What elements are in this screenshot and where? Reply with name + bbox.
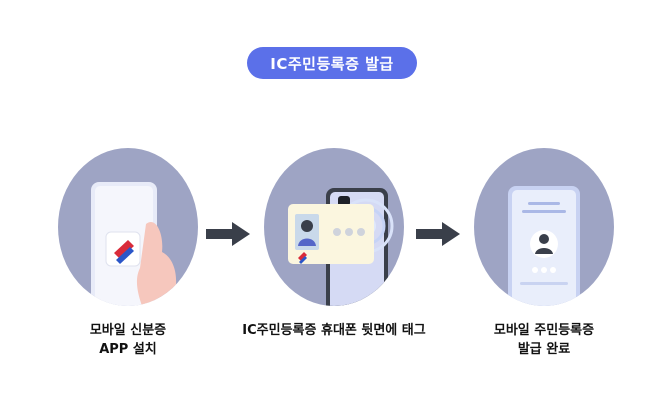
step1-label: 모바일 신분증 APP 설치 (58, 321, 198, 359)
step2-circle (264, 148, 404, 306)
step2-label-line1: IC주민등록증 휴대폰 뒷면에 태그 (242, 323, 426, 338)
step-install-app (58, 148, 198, 308)
title-badge: IC주민등록증 발급 (247, 47, 417, 79)
arrow-right-icon (206, 222, 250, 246)
step2-label: IC주민등록증 휴대폰 뒷면에 태그 (230, 321, 438, 340)
step-complete (474, 148, 614, 308)
step-tag-card (264, 148, 404, 308)
title-text: IC주민등록증 발급 (270, 54, 394, 73)
phone-app-icon (91, 182, 177, 306)
step1-label-line2: APP 설치 (99, 342, 157, 357)
step1-circle (58, 148, 198, 306)
step3-label-line2: 발급 완료 (517, 342, 571, 357)
step3-label-line1: 모바일 주민등록증 (493, 323, 595, 338)
step1-label-line1: 모바일 신분증 (89, 323, 167, 338)
mobile-id-icon (508, 186, 580, 306)
arrow-right-icon (416, 222, 460, 246)
id-card-tag-icon (288, 188, 394, 306)
step3-circle (474, 148, 614, 306)
step3-label: 모바일 주민등록증 발급 완료 (474, 321, 614, 359)
